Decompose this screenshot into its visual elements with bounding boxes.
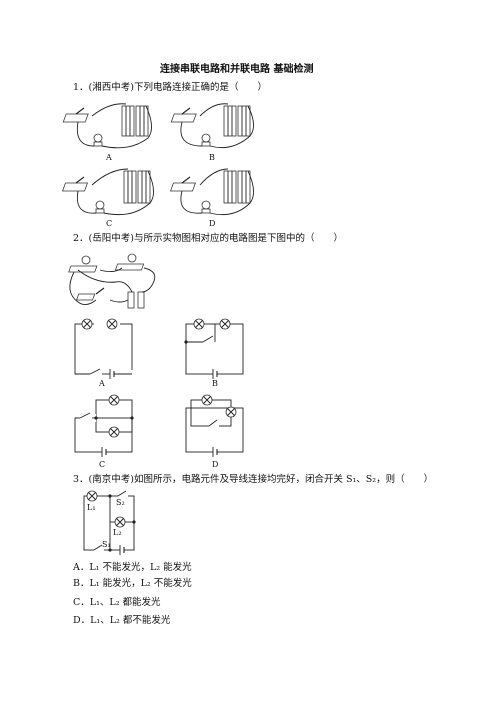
q2-label-d: D xyxy=(212,460,219,469)
q1-label-c: C xyxy=(106,219,113,228)
page-title: 连接串联电路和并联电路 基础检测 xyxy=(160,64,314,75)
q2-circuit-c xyxy=(74,394,134,457)
q1-figure-a xyxy=(62,103,152,149)
q2-circuit-a xyxy=(74,318,134,379)
q1-figure-c xyxy=(61,168,154,216)
q2-label-c: C xyxy=(99,460,106,469)
q2-circuit-b xyxy=(184,318,244,379)
q3-option-d: D．L₁、L₂ 都不能发光 xyxy=(73,615,171,626)
q2-circuit-d xyxy=(185,394,244,457)
q3-label-l1: L₁ xyxy=(87,503,96,512)
q3-option-b: B．L₁ 能发光，L₂ 不能发光 xyxy=(73,578,192,589)
question-2-stem: 2．(岳阳中考)与所示实物图相对应的电路图是下图中的（ ） xyxy=(73,233,343,244)
q2-label-b: B xyxy=(212,379,218,388)
q1-label-a: A xyxy=(106,153,112,162)
q3-label-s1: S₁ xyxy=(102,540,111,549)
q3-option-c: C．L₁、L₂ 都能发光 xyxy=(73,597,161,608)
q2-label-a: A xyxy=(99,379,105,388)
q3-label-l2: L₂ xyxy=(113,528,122,537)
q1-label-b: B xyxy=(209,153,215,162)
q3-circuit xyxy=(83,490,136,555)
question-1-stem: 1．(湘西中考)下列电路连接正确的是（ ） xyxy=(73,82,267,93)
q3-label-s2: S₂ xyxy=(116,498,125,507)
q1-label-d: D xyxy=(209,219,216,228)
q1-figure-b xyxy=(170,103,254,149)
q3-option-a: A．L₁ 不能发光，L₂ 能发光 xyxy=(73,562,192,573)
q1-figure-d xyxy=(169,168,254,216)
q2-physical-circuit xyxy=(68,253,156,309)
question-3-stem: 3．(南京中考)如图所示，电路元件及导线连接均完好，闭合开关 S₁、S₂，则（ … xyxy=(73,474,434,485)
